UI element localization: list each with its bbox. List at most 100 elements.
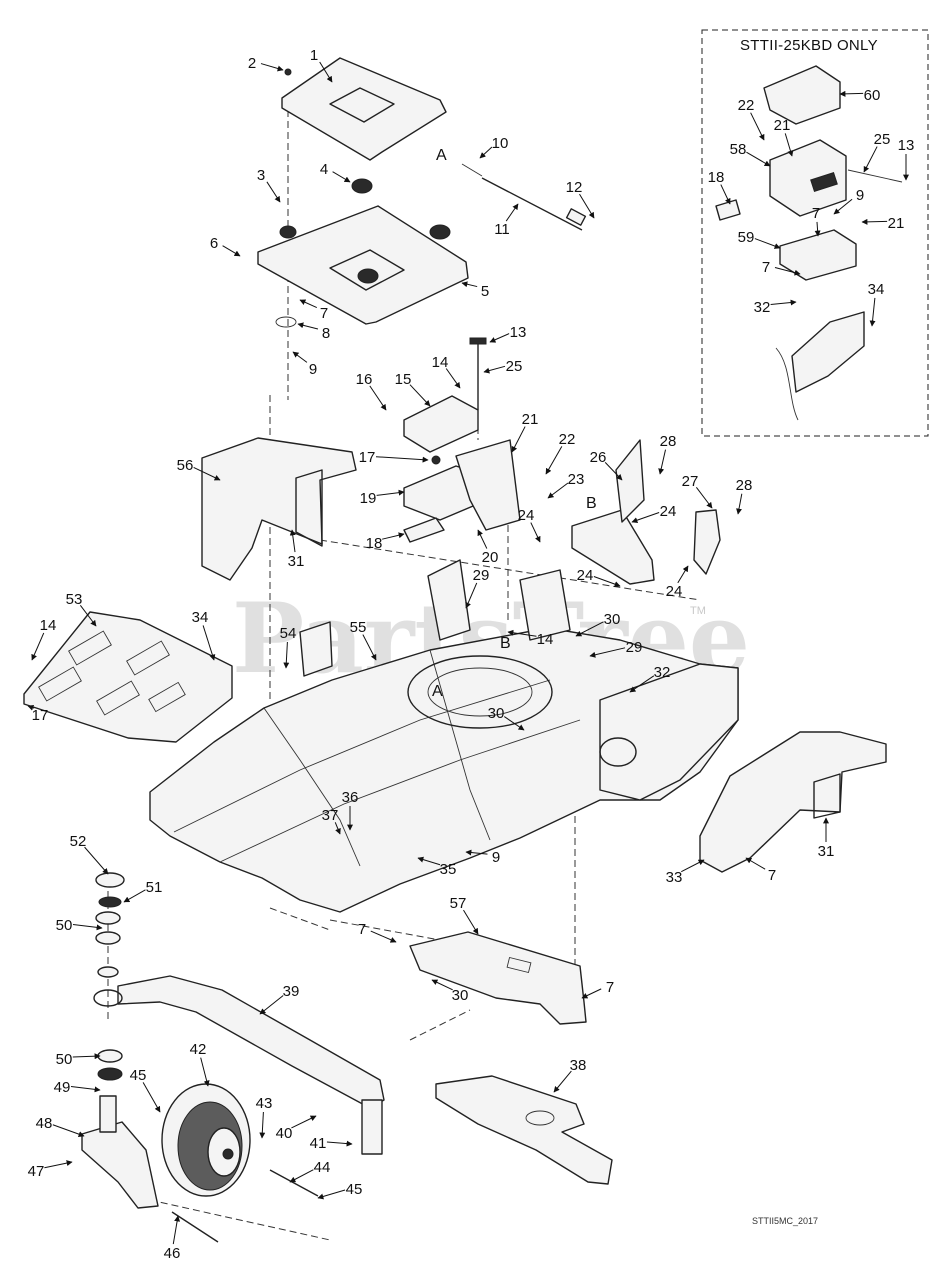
callout-leader-c25b — [863, 146, 878, 173]
section-letter-b-bracket: B — [586, 495, 597, 512]
callout-leader-c37 — [334, 822, 341, 835]
callout-leader-c26 — [604, 462, 623, 481]
callout-leader-c1 — [319, 61, 333, 83]
callout-c21b: 21 — [774, 117, 791, 134]
callout-c1: 1 — [310, 47, 318, 64]
caster-wheel-part — [81, 1083, 319, 1243]
callout-c18b: 18 — [708, 169, 725, 186]
callout-c21c: 21 — [888, 215, 905, 232]
section-letter-b-frame: B — [500, 635, 511, 652]
callout-leader-c21a — [511, 426, 526, 453]
callout-leader-c31a — [289, 529, 296, 553]
callout-leader-c45b — [317, 1189, 346, 1200]
callout-c14c: 14 — [537, 631, 554, 648]
callout-leader-c25a — [483, 365, 506, 374]
callout-c24a: 24 — [518, 507, 535, 524]
callout-c45a: 45 — [130, 1067, 147, 1084]
callout-leader-c41 — [326, 1140, 353, 1147]
section-letter-a-top: A — [436, 147, 447, 164]
callout-leader-c7a — [299, 299, 318, 309]
inset-panel: STTII-25KBD ONLY — [701, 29, 929, 437]
callout-leader-c57 — [463, 909, 479, 935]
callout-leader-c17a — [375, 456, 429, 463]
callout-c30b: 30 — [488, 705, 505, 722]
callout-c31b: 31 — [818, 843, 835, 860]
callout-leader-c14b — [31, 632, 45, 661]
callout-c3: 3 — [257, 167, 265, 184]
callout-leader-c12 — [579, 193, 595, 219]
callout-leader-c22b — [750, 112, 765, 141]
callout-leader-c4 — [332, 171, 351, 183]
callout-c30a: 30 — [604, 611, 621, 628]
callout-leader-c58 — [746, 151, 771, 167]
control-channel-part — [403, 439, 521, 543]
callout-leader-c43 — [259, 1111, 266, 1139]
callout-c34b: 34 — [868, 281, 885, 298]
callout-c28a: 28 — [660, 433, 677, 450]
callout-leader-c32a — [629, 675, 655, 693]
callout-c33: 33 — [666, 869, 683, 886]
callout-leader-c35 — [417, 856, 441, 866]
callout-c49: 49 — [54, 1079, 71, 1096]
callout-c25a: 25 — [506, 358, 523, 375]
callout-leader-c55 — [362, 634, 377, 661]
callout-leader-c24b — [631, 512, 660, 524]
callout-leader-c48 — [52, 1124, 85, 1137]
callout-c34a: 34 — [192, 609, 209, 626]
callout-leader-c21c — [861, 218, 888, 225]
callout-leader-c39 — [259, 995, 284, 1015]
callout-leader-c10 — [479, 146, 493, 159]
callout-leader-c18a — [382, 532, 405, 540]
callout-c30c: 30 — [452, 987, 469, 1004]
callout-leader-c11 — [505, 203, 519, 222]
callout-c28b: 28 — [736, 477, 753, 494]
callout-leader-c21b — [784, 133, 794, 157]
callout-c25b: 25 — [874, 131, 891, 148]
callout-leader-c28a — [658, 449, 667, 475]
callout-leader-c52 — [84, 846, 109, 875]
callout-c13b: 13 — [898, 137, 915, 154]
callout-leader-c9a — [292, 351, 308, 363]
callout-c5: 5 — [481, 283, 489, 300]
callout-leader-c9b — [465, 849, 488, 856]
callout-c54: 54 — [280, 625, 297, 642]
callout-leader-c19 — [376, 489, 405, 496]
callout-leader-c45a — [142, 1082, 161, 1113]
callout-leader-c46 — [172, 1215, 181, 1245]
callout-c53: 53 — [66, 591, 83, 608]
callout-leader-c18b — [720, 184, 731, 205]
callout-c9c: 9 — [856, 187, 864, 204]
deck-plate-part — [435, 1075, 613, 1185]
callout-c18a: 18 — [366, 535, 383, 552]
callout-c7b: 7 — [768, 867, 776, 884]
callout-c47: 47 — [28, 1163, 45, 1180]
callout-c9a: 9 — [309, 361, 317, 378]
callout-c29a: 29 — [473, 567, 490, 584]
callout-leader-c27 — [695, 487, 713, 509]
callout-c7e: 7 — [812, 205, 820, 222]
callout-leader-c38 — [553, 1070, 572, 1093]
callout-leader-c2 — [260, 63, 284, 72]
callout-c32b: 32 — [754, 299, 771, 316]
callout-leader-c33 — [681, 859, 705, 873]
callout-leader-c47 — [44, 1160, 73, 1169]
callout-c29b: 29 — [626, 639, 643, 656]
callout-c10: 10 — [492, 135, 509, 152]
callout-c14b: 14 — [40, 617, 57, 634]
callout-c4: 4 — [320, 161, 328, 178]
callout-leader-c6 — [222, 245, 241, 257]
callout-c46: 46 — [164, 1245, 181, 1262]
callout-leader-c40 — [291, 1115, 317, 1129]
callout-c56: 56 — [177, 457, 194, 474]
callout-leader-c53 — [79, 605, 97, 627]
callout-c44: 44 — [314, 1159, 331, 1176]
control-bracket-part — [403, 337, 487, 465]
callout-c45b: 45 — [346, 1181, 363, 1198]
bearing-stack-part — [95, 872, 125, 1081]
callout-leader-c7e — [814, 221, 821, 237]
callout-leader-c54 — [283, 641, 290, 669]
callout-leader-c20 — [477, 529, 488, 549]
callout-c8: 8 — [322, 325, 330, 342]
callout-c59: 59 — [738, 229, 755, 246]
inset-title: STTII-25KBD ONLY — [740, 37, 878, 54]
